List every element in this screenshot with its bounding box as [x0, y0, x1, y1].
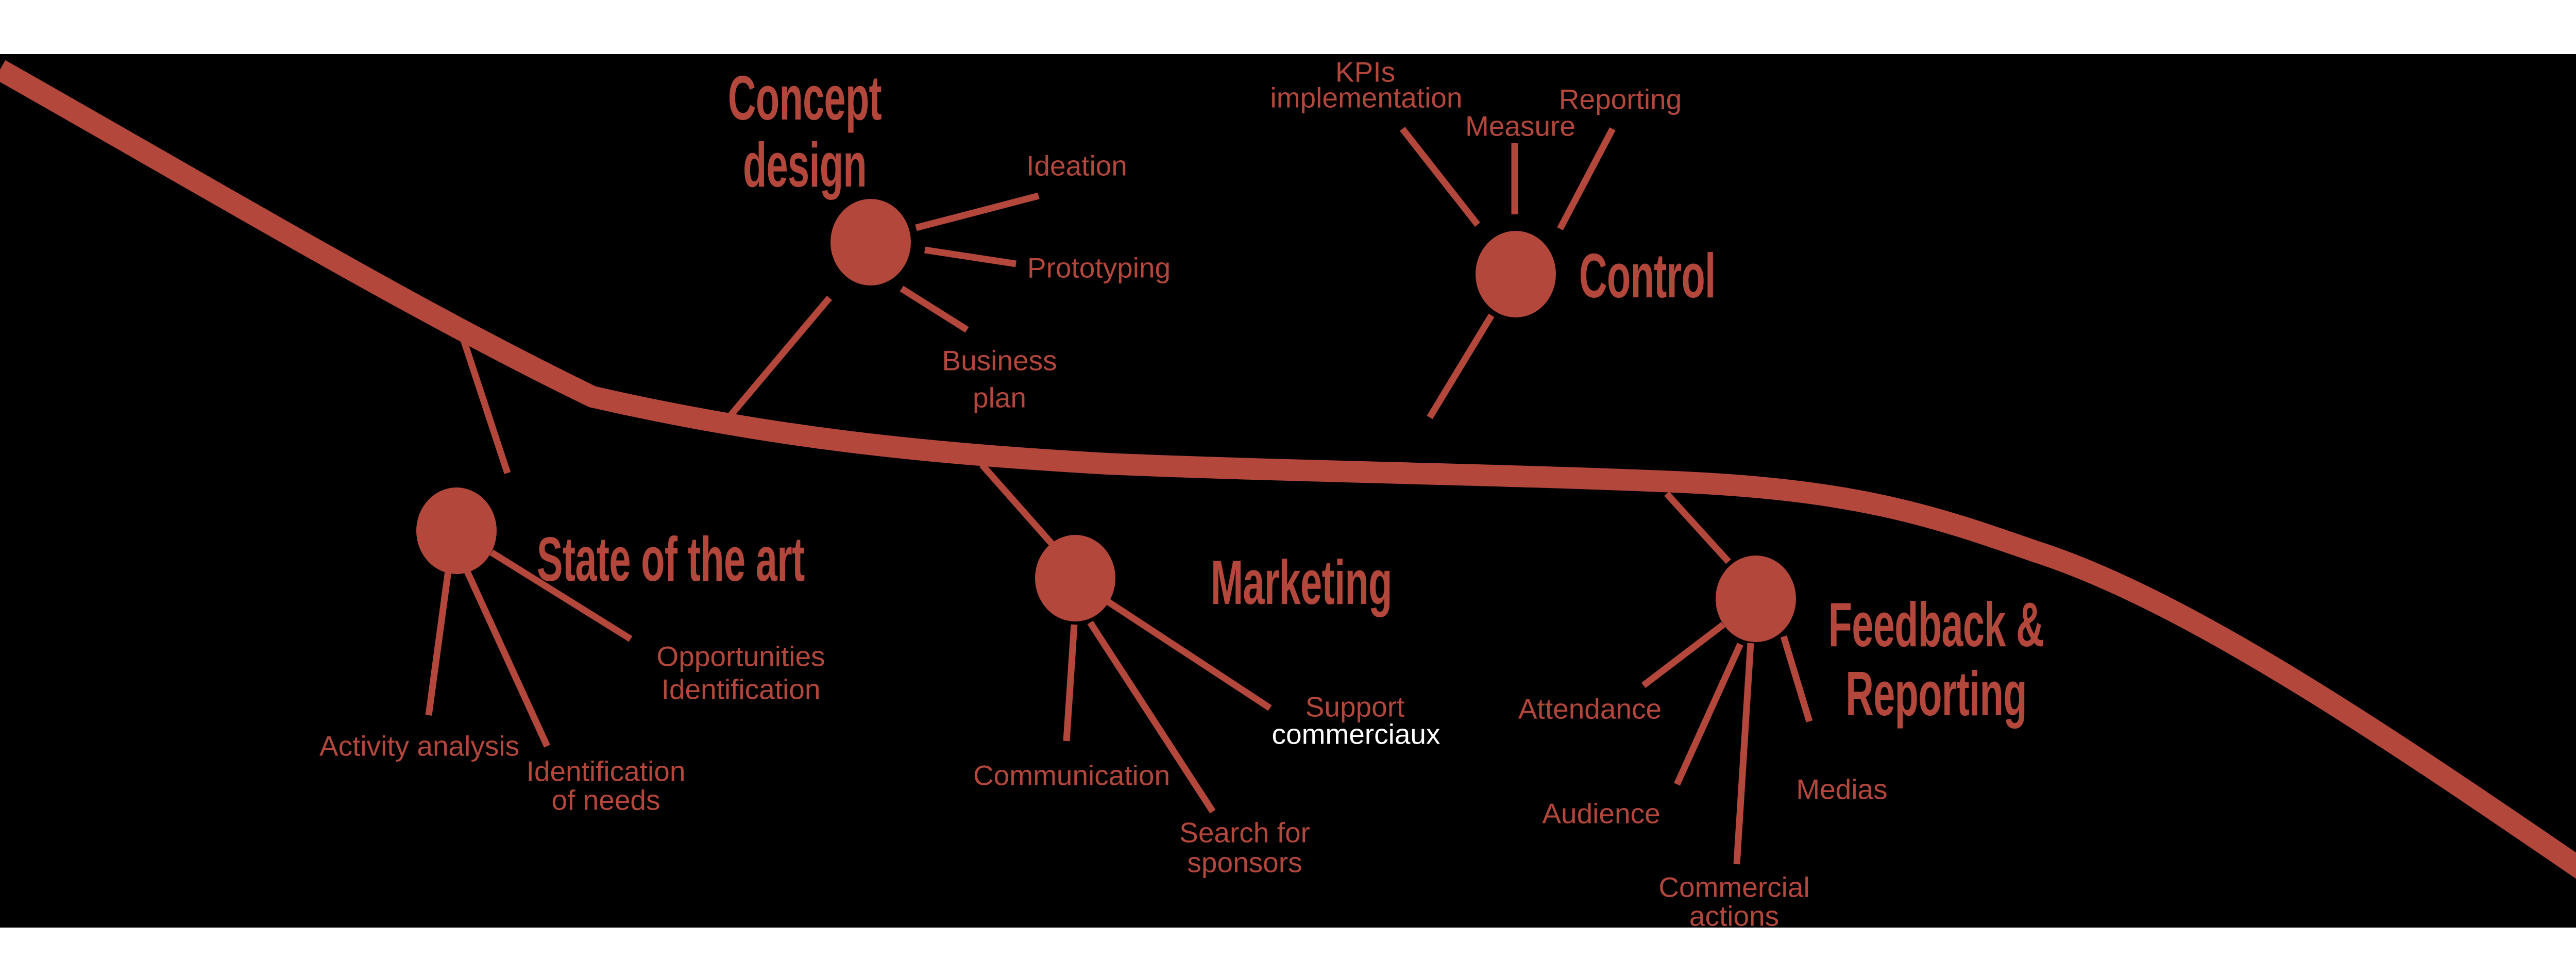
spoke-reporting	[1557, 127, 1616, 231]
diagram-background	[0, 54, 2576, 928]
label-measure: Measure	[1465, 110, 1575, 142]
stage-title-state-of-the-art: State of the art	[537, 524, 805, 594]
label-kpis-implementation-line1: KPIs	[1335, 56, 1396, 88]
spoke-prototyping	[924, 246, 1016, 267]
stage-title-control: Control	[1579, 241, 1716, 311]
stage-title-concept-design-line1: Concept	[727, 63, 882, 133]
label-reporting: Reporting	[1558, 83, 1682, 115]
spoke-identification-of-needs	[463, 568, 550, 748]
label-audience: Audience	[1542, 797, 1660, 830]
connector-concept-to-curve	[723, 295, 832, 424]
label-activity-analysis: Activity analysis	[319, 730, 520, 762]
node-marketing	[1035, 535, 1115, 621]
spoke-audience	[1674, 643, 1743, 786]
spoke-ideation	[915, 192, 1040, 231]
connector-control-to-curve	[1427, 313, 1495, 419]
spoke-search-for-sponsors	[1087, 620, 1216, 814]
connector-marketing-to-curve	[979, 462, 1056, 548]
label-business-plan-line1: Business	[942, 344, 1057, 377]
label-identification-of-needs-line1: Identification	[526, 755, 686, 787]
label-opportunities-identification-line2: Identification	[661, 673, 821, 705]
label-support-commerciaux-line1: Support	[1305, 691, 1405, 723]
spoke-commercial-actions	[1733, 643, 1754, 865]
label-business-plan-line2: plan	[973, 381, 1026, 414]
spoke-medias	[1780, 635, 1813, 722]
label-search-for-sponsors-line1: Search for	[1179, 816, 1310, 849]
connector-state-to-curve	[460, 339, 511, 475]
spoke-support-commerciaux	[1101, 596, 1272, 711]
spoke-kpis-implementation	[1399, 126, 1481, 227]
spoke-attendance	[1641, 621, 1725, 688]
label-search-for-sponsors-line2: sponsors	[1187, 846, 1302, 879]
spoke-opportunities-identification	[489, 549, 633, 642]
spoke-business-plan	[900, 285, 969, 333]
node-state-of-the-art	[416, 487, 497, 574]
label-communication: Communication	[973, 759, 1171, 792]
label-prototyping: Prototyping	[1027, 251, 1171, 284]
label-ideation: Ideation	[1026, 149, 1127, 182]
label-support-commerciaux-line2: commerciaux	[1272, 718, 1440, 750]
spoke-communication	[1063, 624, 1078, 742]
stage-title-marketing: Marketing	[1211, 547, 1392, 617]
label-attendance: Attendance	[1518, 693, 1662, 725]
label-kpis-implementation-line2: implementation	[1270, 81, 1463, 114]
label-identification-of-needs-line2: of needs	[551, 784, 660, 816]
stage-title-concept-design-line2: design	[742, 130, 867, 200]
node-control	[1476, 231, 1556, 317]
node-concept-design	[831, 199, 911, 285]
node-feedback-reporting	[1716, 556, 1796, 642]
spoke-activity-analysis	[425, 570, 452, 716]
label-commercial-actions-line2: actions	[1689, 900, 1780, 932]
stage-title-feedback-reporting-line2: Reporting	[1845, 659, 2027, 729]
label-opportunities-identification-line1: Opportunities	[656, 640, 825, 672]
label-medias: Medias	[1796, 773, 1888, 805]
timeline-curve	[0, 60, 2576, 879]
label-commercial-actions-line1: Commercial	[1658, 871, 1810, 903]
stage-title-feedback-reporting-line1: Feedback &	[1828, 590, 2044, 660]
connector-feedback-to-curve	[1664, 491, 1731, 564]
